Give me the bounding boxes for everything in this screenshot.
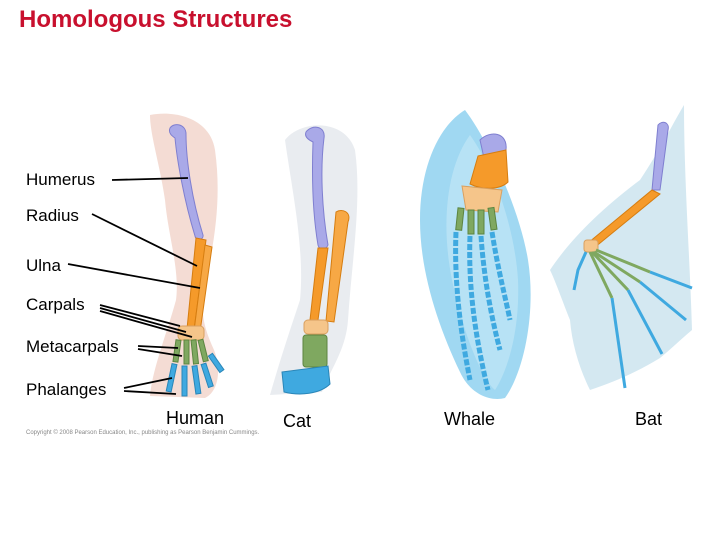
whale-phalanges xyxy=(453,231,513,391)
label-carpals: Carpals xyxy=(26,295,85,314)
caption-bat: Bat xyxy=(635,409,663,429)
copyright-notice: Copyright © 2008 Pearson Education, Inc.… xyxy=(26,430,260,436)
bat-phalanges xyxy=(572,251,693,389)
leader-lines xyxy=(67,177,201,395)
bat-wing xyxy=(550,105,693,390)
caption-cat: Cat xyxy=(283,411,312,431)
caption-whale: Whale xyxy=(444,409,496,429)
ulna-leader xyxy=(67,263,201,289)
human-phalanges xyxy=(165,352,225,397)
cat-leg xyxy=(270,125,358,395)
label-metacarpals: Metacarpals xyxy=(26,337,119,356)
cat-ulna xyxy=(325,209,350,323)
label-radius: Radius xyxy=(26,206,79,225)
metacarpals-leader-1 xyxy=(137,345,179,349)
caption-human: Human xyxy=(166,408,225,428)
bat-membrane xyxy=(550,105,692,390)
bat-carpals xyxy=(583,239,599,253)
human-metacarpals xyxy=(172,338,209,365)
carpals-leader-2 xyxy=(99,307,187,333)
label-humerus: Humerus xyxy=(26,170,95,189)
cat-metacarpals xyxy=(302,334,328,368)
carpals-leader-3 xyxy=(99,310,193,338)
phalanges-leader-1 xyxy=(123,377,173,389)
page-title: Homologous Structures xyxy=(19,6,293,33)
whale-carpals xyxy=(461,185,503,213)
whale-flipper xyxy=(420,110,531,399)
cat-phalanges xyxy=(281,365,331,395)
radius-leader xyxy=(91,213,198,267)
cat-fur xyxy=(270,125,358,395)
humerus-leader xyxy=(111,177,189,181)
human-carpals xyxy=(177,325,205,341)
metacarpals-leader-2 xyxy=(137,348,183,357)
bat-metacarpals xyxy=(588,248,651,299)
label-ulna: Ulna xyxy=(26,256,61,275)
carpals-leader-1 xyxy=(99,304,181,327)
bat-humerus xyxy=(651,121,669,191)
human-arm xyxy=(150,113,225,398)
label-phalanges: Phalanges xyxy=(26,380,107,399)
cat-carpals xyxy=(303,319,329,335)
whale-radius-ulna xyxy=(469,149,509,189)
whale-metacarpals xyxy=(455,206,498,235)
phalanges-leader-2 xyxy=(123,390,177,395)
